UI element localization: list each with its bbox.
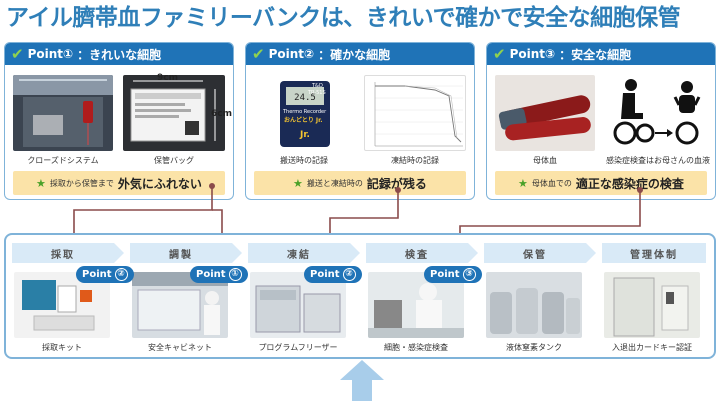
device-model: TR-51S xyxy=(308,90,326,96)
photo-caption: 搬送時の記録 xyxy=(280,156,328,165)
up-arrow-icon xyxy=(340,360,384,401)
banner-big-text: 外気にふれない xyxy=(117,176,202,191)
collection-kit-photo xyxy=(14,272,110,338)
card-key-photo xyxy=(604,272,700,338)
photo-caption: 感染症検査はお母さんの血液 xyxy=(606,156,710,165)
check-icon: ✔ xyxy=(493,44,506,63)
step-freeze: 凍結 xyxy=(248,243,360,263)
banner-big-text: 記録が残る xyxy=(366,176,427,191)
point-banner: ★ 母体血での 適正な感染症の検査 xyxy=(495,171,707,195)
photo-caption: クローズドシステム xyxy=(27,156,99,165)
banner-small-text: 搬送と凍結時の xyxy=(306,178,363,188)
point-heading: ：安全な細胞 xyxy=(559,47,632,62)
step-label: 保管 xyxy=(484,243,596,263)
badge-number: ② xyxy=(114,268,128,281)
thermo-recorder-photo: 24.5 Jr. xyxy=(254,75,354,151)
step-store: 保管 xyxy=(484,243,596,263)
safety-cabinet-photo xyxy=(132,272,228,338)
photo-caption: 母体血 xyxy=(533,156,557,165)
photo-caption: 凍結時の記録 xyxy=(391,156,439,165)
point-heading: ：確かな細胞 xyxy=(318,47,391,62)
star-icon: ★ xyxy=(293,176,303,190)
star-icon: ★ xyxy=(36,176,46,190)
banner-small-text: 採取から保管まで xyxy=(49,178,114,188)
point-badge-prepare: Point ① xyxy=(190,266,248,283)
point-card-header: ✔ Point③ ：安全な細胞 xyxy=(487,43,715,65)
point-card-2: ✔ Point② ：確かな細胞 24.5 Jr. T&D TR-51S Ther… xyxy=(245,42,475,200)
banner-big-text: 適正な感染症の検査 xyxy=(575,176,684,191)
step-photo-caption: プログラムフリーザー xyxy=(258,343,338,352)
point-badge-collect: Point ② xyxy=(76,266,134,283)
point-badge-freeze: Point ② xyxy=(304,266,362,283)
badge-number: ① xyxy=(228,268,242,281)
svg-text:24.5: 24.5 xyxy=(294,93,316,103)
page-title: アイル臍帯血ファミリーバンクは、きれいで確かで安全な細胞保管 xyxy=(6,5,681,31)
banner-small-text: 母体血での xyxy=(531,178,572,188)
point-heading: ：きれいな細胞 xyxy=(77,47,162,62)
device-logo: おんどとり Jr. xyxy=(284,117,323,124)
star-icon: ★ xyxy=(518,176,528,190)
point-banner: ★ 搬送と凍結時の 記録が残る xyxy=(254,171,466,195)
step-photo-caption: 安全キャビネット xyxy=(148,343,212,352)
point-badge-test: Point ③ xyxy=(424,266,482,283)
freezing-log-chart xyxy=(364,75,466,151)
svg-text:Jr.: Jr. xyxy=(299,130,310,140)
badge-number: ③ xyxy=(462,268,476,281)
step-prepare: 調製 xyxy=(130,243,242,263)
step-collect: 採取 xyxy=(12,243,124,263)
point-label: Point③ xyxy=(509,47,556,61)
program-freezer-photo xyxy=(250,272,346,338)
bag-height-label: 6cm xyxy=(211,109,232,119)
step-photo-caption: 細胞・感染症検査 xyxy=(384,343,448,352)
cell-test-photo xyxy=(368,272,464,338)
point-card-3: ✔ Point③ ：安全な細胞 母体血 感染症検査はお母さんの血液 ★ 母 xyxy=(486,42,716,200)
step-photo-caption: 採取キット xyxy=(42,343,82,352)
photo-caption: 保管バッグ xyxy=(154,156,194,165)
badge-number: ② xyxy=(342,268,356,281)
step-label: 凍結 xyxy=(248,243,360,263)
maternal-blood-photo xyxy=(495,75,595,151)
closed-system-photo xyxy=(13,75,113,151)
mother-to-baby-icon xyxy=(605,75,707,151)
step-management: 管理体制 xyxy=(602,243,708,263)
device-name: Thermo Recorder xyxy=(283,109,327,115)
point-label: Point① xyxy=(27,47,74,61)
step-label: 検査 xyxy=(366,243,478,263)
step-photo-caption: 入退出カードキー認証 xyxy=(612,343,692,352)
badge-text: Point xyxy=(310,269,340,280)
step-label: 採取 xyxy=(12,243,124,263)
point-label: Point② xyxy=(268,47,315,61)
bag-width-label: 9cm xyxy=(157,73,178,83)
storage-bag-photo xyxy=(123,75,225,151)
step-label: 管理体制 xyxy=(602,243,706,263)
point-banner: ★ 採取から保管まで 外気にふれない xyxy=(13,171,225,195)
point-card-header: ✔ Point② ：確かな細胞 xyxy=(246,43,474,65)
step-label: 調製 xyxy=(130,243,242,263)
point-card-1: ✔ Point① ：きれいな細胞 9cm 6cm クローズドシステム 保管 xyxy=(4,42,234,200)
check-icon: ✔ xyxy=(11,44,24,63)
device-brand: T&D xyxy=(312,83,323,89)
check-icon: ✔ xyxy=(252,44,265,63)
badge-text: Point xyxy=(196,269,226,280)
badge-text: Point xyxy=(430,269,460,280)
step-test: 検査 xyxy=(366,243,478,263)
badge-text: Point xyxy=(82,269,112,280)
liquid-nitrogen-tank-photo xyxy=(486,272,582,338)
point-card-header: ✔ Point① ：きれいな細胞 xyxy=(5,43,233,65)
step-photo-caption: 液体窒素タンク xyxy=(506,343,562,352)
